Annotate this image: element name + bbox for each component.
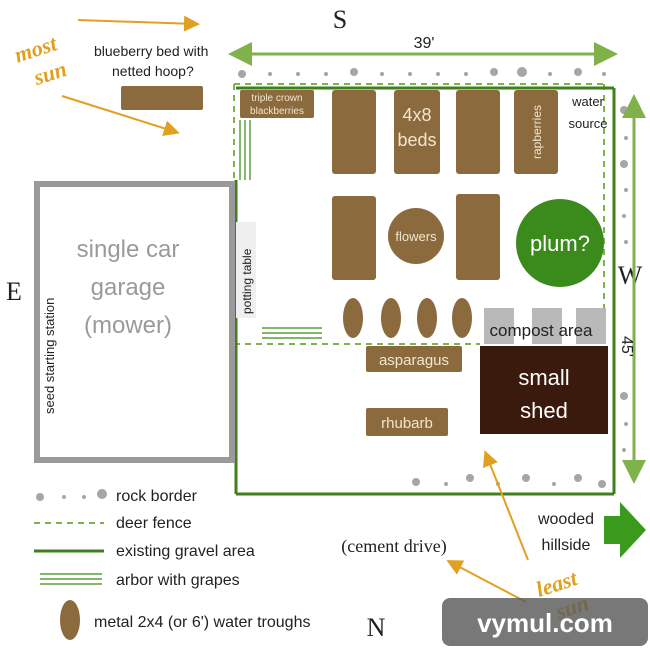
least-sun-arrow-bottom: [446, 560, 527, 603]
blueberry-bed: [121, 86, 203, 110]
deer-fence: [233, 83, 605, 345]
compass-east: E: [6, 277, 22, 306]
watermark-badge: [442, 598, 648, 646]
raspberries-bed: [514, 90, 558, 174]
seed-station-label: seed starting station: [42, 298, 57, 414]
water-trough-2: [381, 298, 401, 338]
potting-table: [236, 222, 256, 318]
compass-south: S: [333, 5, 347, 34]
blackberries-bed: [240, 90, 314, 118]
water-source-label-line1: water: [571, 94, 604, 109]
garage-label-line3: (mower): [84, 312, 172, 339]
water-trough-1: [343, 298, 363, 338]
water-source-label-line2: source: [568, 116, 607, 131]
plum-label: plum?: [530, 231, 590, 256]
asparagus-label: asparagus: [379, 352, 449, 369]
rock-border-top: [238, 67, 606, 78]
garage-label-line1: single car: [77, 236, 180, 263]
legend-rock-border-label: rock border: [116, 488, 198, 505]
raised-bed-2: [394, 90, 440, 174]
blackberries-label-line2: blackberries: [250, 106, 304, 117]
raised-bed-4: [332, 196, 376, 280]
water-trough-3: [417, 298, 437, 338]
most-sun-arrow-bottom: [61, 95, 180, 137]
flowers-bed: [388, 208, 444, 264]
legend: rock border deer fence existing gravel a…: [34, 488, 310, 640]
water-trough-4: [452, 298, 472, 338]
small-shed: [480, 346, 608, 434]
least-sun-arrow-top: [482, 450, 529, 561]
watermark-text: vymul.com: [477, 608, 613, 638]
legend-trough-label: metal 2x4 (or 6') water troughs: [94, 614, 310, 631]
compass-west: W: [618, 261, 643, 290]
water-troughs: [343, 298, 472, 338]
raspberries-label: rapberries: [530, 105, 544, 159]
plum-tree: [516, 199, 604, 287]
raised-bed-1: [332, 90, 376, 174]
legend-rock-border-icon: [36, 489, 107, 501]
compost-label: compost area: [490, 321, 594, 340]
garage-label-line2: garage: [91, 274, 166, 301]
width-dimension-label: 39': [414, 35, 435, 52]
arbor-left: [239, 120, 251, 180]
raised-bed-5: [456, 194, 500, 280]
wooded-hillside-label-line2: hillside: [542, 537, 591, 554]
depth-dimension-label: 45': [618, 336, 635, 357]
most-sun-arrow-top: [77, 15, 200, 32]
beds-label-line1: 4x8: [402, 105, 431, 125]
rhubarb-label: rhubarb: [381, 415, 433, 432]
legend-arbor-label: arbor with grapes: [116, 572, 240, 589]
flowers-label: flowers: [395, 229, 437, 244]
shed-label-line1: small: [518, 365, 569, 390]
watermark: vymul.com: [442, 598, 648, 646]
arbor-bottom: [262, 327, 322, 339]
legend-trough-icon: [60, 600, 80, 640]
beds-label-line2: beds: [397, 130, 436, 150]
wooded-hillside-label-line1: wooded: [537, 511, 594, 528]
compost-bins: [484, 308, 606, 344]
rhubarb-bed: [366, 408, 448, 436]
blueberry-label-line1: blueberry bed with: [94, 43, 208, 59]
wooded-hillside-arrow-icon: [604, 502, 646, 558]
legend-deer-fence-label: deer fence: [116, 515, 192, 532]
garage: [34, 181, 235, 463]
compass-north: N: [367, 613, 386, 642]
legend-gravel-label: existing gravel area: [116, 543, 255, 560]
blackberries-label-line1: triple crown: [251, 93, 302, 104]
cement-drive-label: (cement drive): [341, 536, 446, 557]
rock-border-bottom: [412, 474, 606, 488]
blueberry-label-line2: netted hoop?: [112, 63, 194, 79]
asparagus-bed: [366, 346, 462, 372]
raised-bed-3: [456, 90, 500, 174]
potting-table-label: potting table: [240, 248, 254, 314]
shed-label-line2: shed: [520, 398, 568, 423]
legend-arbor-icon: [40, 573, 102, 585]
